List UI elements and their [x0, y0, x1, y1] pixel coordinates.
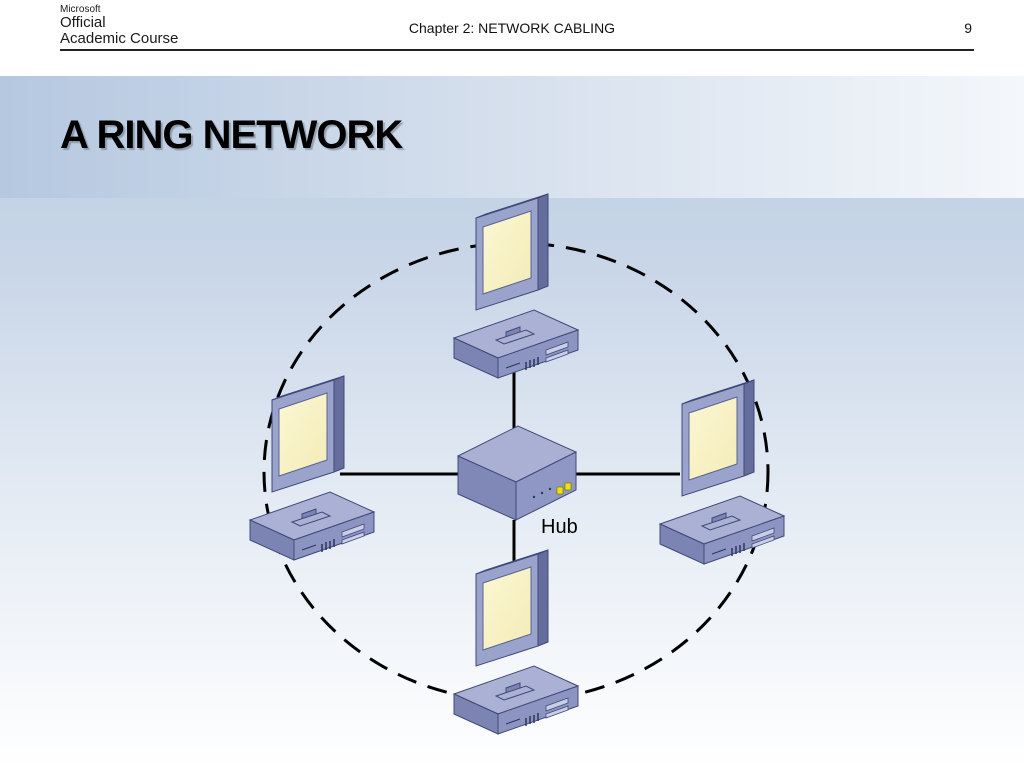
header-divider	[60, 49, 974, 51]
microsoft-oac-logo: Microsoft Official Academic Course	[60, 4, 178, 47]
logo-brand: Microsoft	[60, 4, 101, 15]
computer-bottom	[453, 549, 579, 735]
computer-right	[659, 379, 785, 565]
logo-line-course: Academic Course	[60, 30, 179, 47]
chapter-title: Chapter 2: NETWORK CABLING	[408, 20, 616, 36]
computer-left	[249, 375, 375, 561]
slide-title: A RING NETWORK	[60, 113, 403, 157]
computer-top	[453, 193, 579, 379]
hub-label: Hub	[541, 516, 578, 538]
logo-line-official: Official	[60, 14, 106, 31]
page-number: 9	[964, 20, 972, 36]
slide-header: Microsoft Official Academic Course Chapt…	[0, 0, 1024, 76]
title-band	[0, 76, 1024, 198]
hub-device	[456, 425, 578, 521]
